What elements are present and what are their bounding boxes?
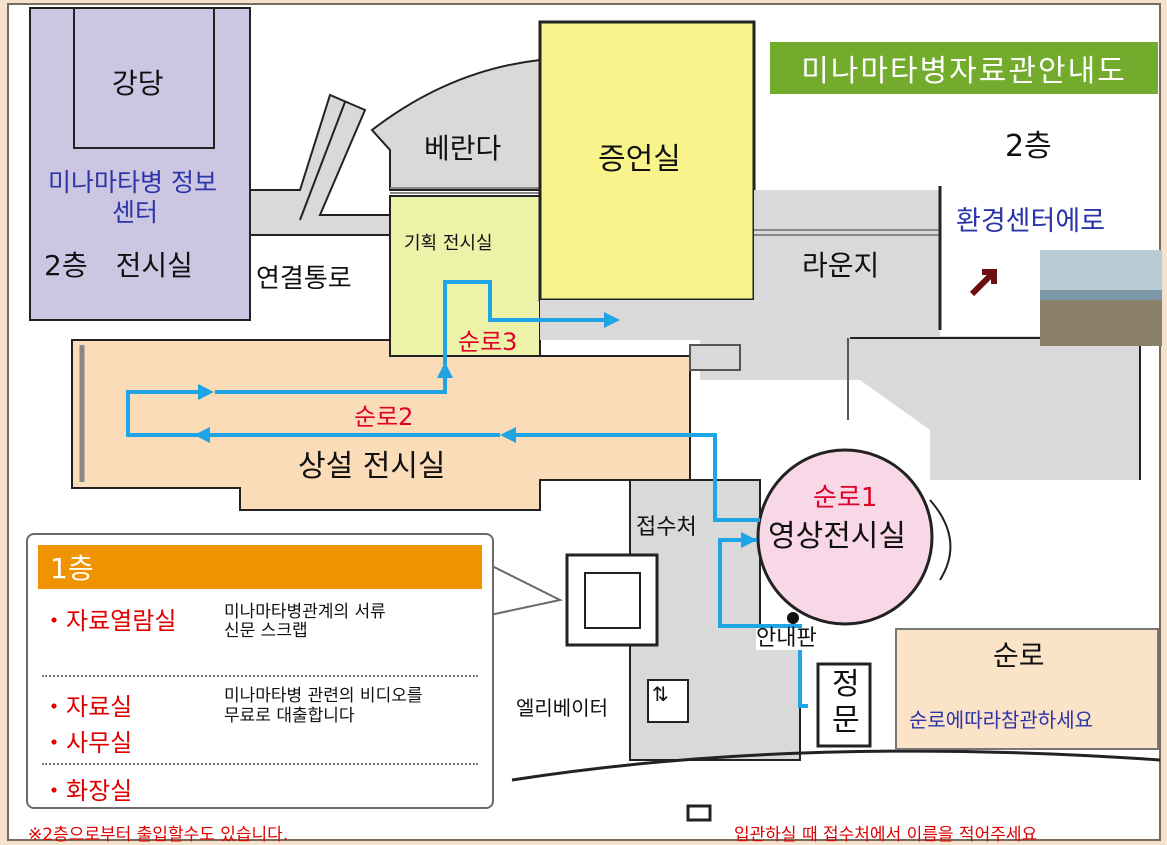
stairs-inner [584, 572, 641, 629]
info-board-label: 안내판 [756, 626, 817, 651]
reception-label: 접수처 [636, 515, 697, 540]
map-title: 미나마타병자료관안내도 [770, 42, 1158, 94]
legend-item-archive: ・자료실 [42, 693, 133, 721]
route2-label: 순로2 [354, 403, 414, 431]
route3-label: 순로3 [458, 328, 518, 356]
route-line-3 [443, 280, 610, 365]
arrow-up-right-icon [969, 269, 997, 297]
elevator-box [647, 679, 689, 723]
legend-divider-1 [42, 675, 478, 677]
special-exhibit-room [389, 195, 541, 357]
route-legend: 순로 순로에따라참관하세요 [895, 628, 1159, 750]
info-board-dot [787, 612, 799, 624]
legend-desc-1a: 미나마타병관계의 서류 [224, 602, 386, 622]
note-floor2-entry: ※2층으로부터 출입할수도 있습니다. [28, 825, 289, 845]
video-room [756, 448, 934, 626]
permanent-exhibit-label: 상설 전시실 [298, 449, 446, 484]
legend-desc-2a: 미나마타병 관련의 비디오를 [224, 686, 423, 706]
arrowhead-left-1 [500, 427, 516, 443]
elevator-label: 엘리베이터 [516, 696, 608, 720]
special-exhibit-label: 기획 전시실 [404, 233, 493, 254]
hall-floor [540, 190, 1140, 480]
main-gate-label-1: 정 [832, 667, 860, 702]
bottom-curve [511, 749, 1161, 782]
small-room [689, 344, 741, 371]
arrowhead-right-3 [741, 532, 757, 548]
note-reception: 입관하실 때 접수처에서 이름을 적어주세요 [734, 825, 1038, 845]
floor1-header: 1층 [38, 545, 482, 589]
route-line-2 [126, 390, 500, 437]
legend-desc-1b: 신문 스크랩 [224, 621, 308, 641]
photo-ground [1040, 300, 1162, 346]
video-room-arc [929, 499, 952, 581]
legend-desc-2b: 무료로 대출합니다 [224, 706, 355, 726]
bottom-gate [686, 804, 712, 822]
arrowhead-left-2 [194, 427, 210, 443]
info-center-label-1: 미나마타병 정보 [48, 168, 217, 197]
auditorium-label: 강당 [112, 67, 164, 100]
elevator-icon: ⇅ [652, 682, 669, 706]
video-room-label: 영상전시실 [768, 519, 906, 554]
route-line-1 [510, 433, 760, 522]
floor2-gallery-label: 2층 전시실 [44, 249, 193, 282]
legend-divider-2 [42, 763, 478, 765]
main-gate-label-2: 문 [832, 703, 860, 738]
arrowhead-right-2 [604, 312, 620, 328]
main-gate-box [816, 662, 872, 748]
corridor-label: 연결통로 [256, 264, 352, 294]
info-center-label-2: 센터 [112, 198, 159, 227]
lounge-label: 라운지 [802, 249, 880, 282]
legend-item-office: ・사무실 [42, 729, 133, 757]
legend-item-restroom: ・화장실 [42, 777, 133, 805]
corridor-line [299, 101, 346, 221]
route-line-gate [718, 538, 808, 708]
route-legend-desc: 순로에따라참관하세요 [909, 708, 1093, 732]
legend-item-reading-room: ・자료열람실 [42, 607, 177, 635]
arrowhead-up-1 [437, 362, 453, 378]
floor1-legend: 1층 ・자료열람실 미나마타병관계의 서류 신문 스크랩 ・자료실 미나마타병 … [26, 533, 494, 809]
testimony-label: 증언실 [598, 142, 681, 177]
auditorium-room [73, 7, 215, 149]
floor2-label: 2층 [1005, 129, 1052, 164]
env-center-label[interactable]: 환경센터에로 [956, 206, 1106, 237]
veranda-label: 베란다 [424, 132, 502, 165]
permanent-exhibit-room [71, 339, 691, 511]
photo-sky [1040, 250, 1162, 290]
route1-label: 순로1 [813, 483, 878, 513]
route-legend-title: 순로 [993, 639, 1045, 672]
arrowhead-right-1 [198, 384, 214, 400]
